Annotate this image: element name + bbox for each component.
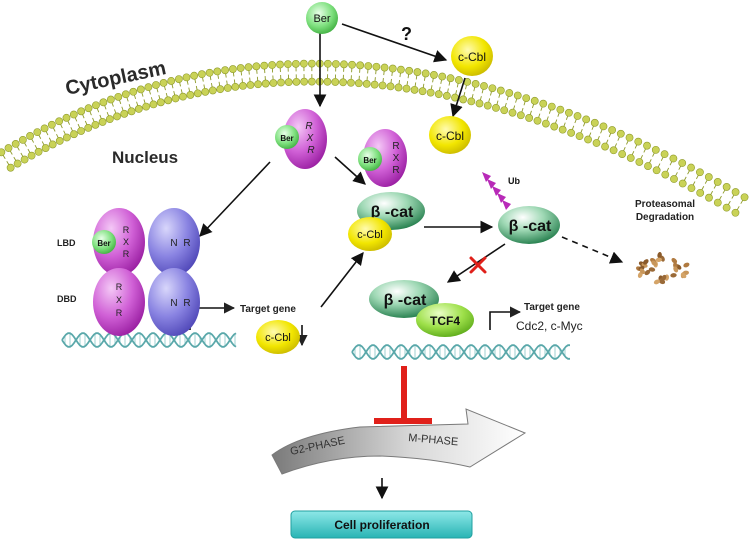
rxr-letter: R xyxy=(123,225,130,235)
ccbl-label: c-Cbl xyxy=(265,332,291,344)
ccbl-label: c-Cbl xyxy=(357,229,383,241)
nr-letter: N xyxy=(170,298,177,309)
nr-letter: R xyxy=(183,298,190,309)
target-genes-list: Cdc2, c-Myc xyxy=(516,319,583,333)
rxr-letter: R xyxy=(392,141,399,152)
rxr-letter: R xyxy=(116,308,123,318)
arrow-degradation-dashed xyxy=(561,236,624,264)
arrow-ber-to-ccbl xyxy=(341,23,448,63)
degradation-fragments xyxy=(636,252,690,285)
question-mark: ? xyxy=(401,24,412,44)
inhibition-symbol xyxy=(374,366,432,424)
rxr-bcat-ccbl-complex: Ber R X R β -cat c-Cbl xyxy=(348,129,425,251)
arrow-target-gene-right xyxy=(489,306,522,330)
bcat-label: β -cat xyxy=(509,218,552,235)
rxr-letter: R xyxy=(305,121,312,132)
rxr-letter: R xyxy=(307,145,314,156)
bcat-label: β -cat xyxy=(371,204,414,221)
nucleus-label: Nucleus xyxy=(112,148,178,167)
block-x-mark xyxy=(469,256,487,274)
rxr-letter: R xyxy=(123,249,130,259)
rxr-letter: X xyxy=(123,237,129,247)
rxr-letter: R xyxy=(392,165,399,176)
m-phase-label: M-PHASE xyxy=(408,432,459,448)
rxr-letter: X xyxy=(306,133,314,144)
ber-molecule-top: Ber xyxy=(306,2,338,34)
bcat-ubiquitinated: β -cat xyxy=(498,206,560,244)
ccbl-label: c-Cbl xyxy=(436,129,464,143)
rxr-nr-heterodimer: Ber R X R R X R N R N R xyxy=(92,208,200,336)
rxr-letter: R xyxy=(116,282,123,292)
proteasomal-label-1: Proteasomal xyxy=(635,199,695,210)
cell-proliferation-label: Cell proliferation xyxy=(334,518,429,532)
arrow-ccbl-up-to-complex xyxy=(320,251,364,308)
arrow-berrxr-to-heterodimer xyxy=(199,161,271,237)
proteasomal-label-2: Degradation xyxy=(636,212,694,223)
nr-letter: N xyxy=(170,238,177,249)
ccbl-label: c-Cbl xyxy=(458,50,486,64)
cell-cycle-arrow xyxy=(271,408,527,475)
arrow-ccbl-to-inside xyxy=(450,77,466,118)
rxr-letter: X xyxy=(116,295,122,305)
cytoplasm-label: Cytoplasm xyxy=(63,57,168,100)
ber-label: Ber xyxy=(313,13,330,25)
ccbl-molecule-cytoplasm: c-Cbl xyxy=(429,116,471,154)
rxr-letter: X xyxy=(393,153,400,164)
ber-label: Ber xyxy=(280,134,293,143)
ber-label: Ber xyxy=(363,156,376,165)
bcat-label: β -cat xyxy=(384,292,427,309)
ccbl-upregulated: c-Cbl xyxy=(256,320,300,354)
cell-membrane xyxy=(0,59,749,217)
ub-label: Ub xyxy=(508,176,520,186)
tcf4-label: TCF4 xyxy=(430,314,460,328)
cell-proliferation-box: Cell proliferation xyxy=(290,510,473,539)
ccbl-molecule-outside: c-Cbl xyxy=(451,36,493,76)
ber-label: Ber xyxy=(97,239,110,248)
nr-letter: R xyxy=(183,238,190,249)
target-gene-label-left: Target gene xyxy=(240,304,296,315)
dna-helix-right xyxy=(351,344,570,360)
dbd-label: DBD xyxy=(57,294,77,304)
ber-rxr-complex: Ber R X R xyxy=(275,109,327,169)
target-gene-label-right: Target gene xyxy=(524,302,580,313)
arrow-berrxr-to-complex xyxy=(334,156,366,185)
lbd-label: LBD xyxy=(57,238,76,248)
dna-helix-left xyxy=(61,332,237,348)
ubiquitin-chain xyxy=(482,172,511,210)
arrows xyxy=(189,23,522,500)
bcat-tcf4-complex: β -cat TCF4 xyxy=(369,280,474,337)
